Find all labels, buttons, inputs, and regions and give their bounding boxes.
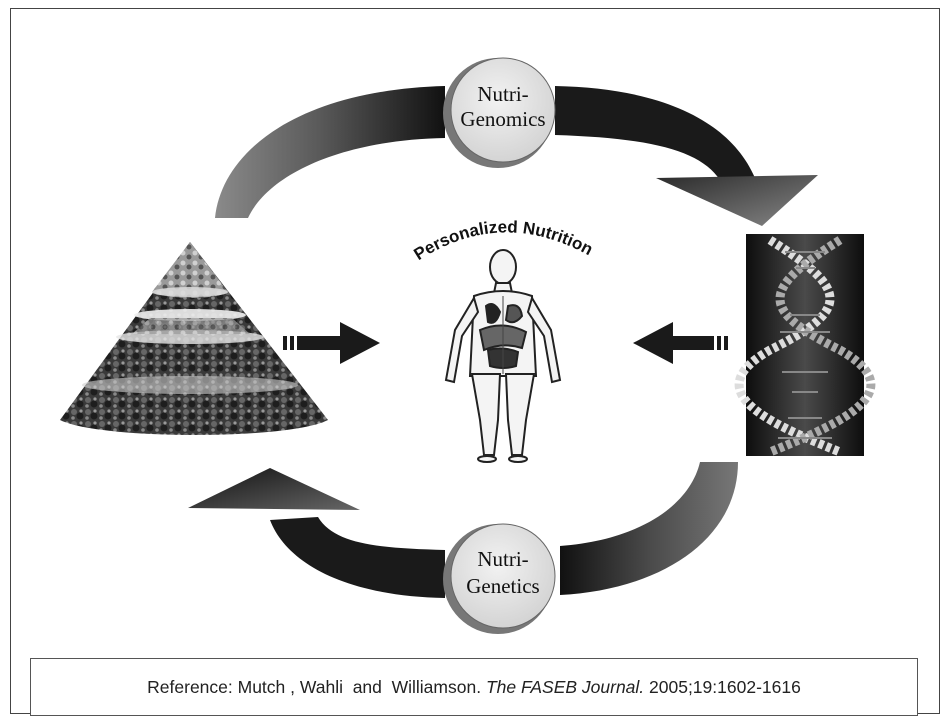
- reference-citation: Reference: Mutch , Wahli and Williamson.…: [30, 658, 918, 716]
- right-pointing-arrow: [283, 322, 380, 364]
- top-circle-line1: Nutri-: [477, 82, 528, 106]
- bottom-cycle-arrow: [188, 462, 738, 598]
- nutrigenetics-circle: Nutri- Genetics: [443, 523, 556, 634]
- nutrigenomics-circle: Nutri- Genomics: [443, 57, 556, 168]
- reference-citation-details: 2005;19:1602-1616: [644, 676, 801, 697]
- bottom-circle-line1: Nutri-: [477, 547, 528, 571]
- top-circle-line2: Genomics: [460, 107, 545, 131]
- human-body-icon: [444, 249, 562, 463]
- top-cycle-arrow: [215, 86, 818, 226]
- food-pyramid-image: [60, 242, 328, 435]
- reference-journal: The FASEB Journal.: [485, 676, 645, 697]
- dna-helix-image: [734, 234, 876, 457]
- left-pointing-arrow: [633, 322, 728, 364]
- reference-prefix: Reference: Mutch , Wahli and Williamson.: [147, 676, 486, 697]
- bottom-circle-line2: Genetics: [466, 574, 539, 598]
